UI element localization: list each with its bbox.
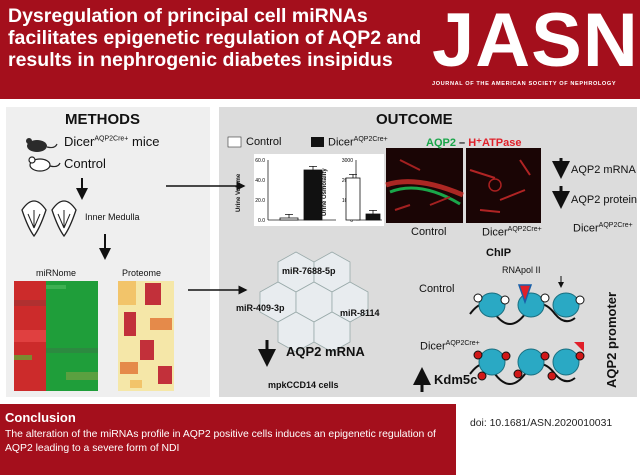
mir-8114-label: miR-8114 [340,308,380,318]
control-mice-label: Control [64,156,106,171]
urine-volume-chart: 0.0 20.0 40.0 60.0 [255,158,323,224]
legend-swatch-control [227,136,242,148]
conclusion-title: Conclusion [5,410,76,425]
aqp2-promoter-label: AQP2 promoter [604,291,619,388]
error-bar [309,166,317,170]
mirnome-heatmap [14,281,98,391]
urine-volume-ylabel: Urine Volume [236,173,242,212]
conclusion-box: Conclusion The alteration of the miRNAs … [0,404,456,475]
dicer-micrograph [466,148,541,223]
proteome-label: Proteome [122,268,162,278]
y-tick-label: 0.0 [258,218,265,224]
doi-link[interactable]: doi: 10.1681/ASN.2020010031 [470,418,613,429]
page-title: Dysregulation of principal cell miRNAs f… [8,5,422,71]
y-tick-label: 40.0 [255,178,265,184]
proteome-heatmap [118,281,174,391]
aqp2-mrna-result: AQP2 mRNA [571,164,636,176]
y-tick-label: 60.0 [255,158,265,164]
bar-control [279,217,299,221]
error-bar [369,210,377,214]
urine-osmolality-chart: 0100020003000 [342,158,381,224]
bar-control [345,177,361,221]
dicer-right-label: DicerAQP2Cre+ [573,222,633,235]
y-tick-label: 20.0 [255,198,265,204]
dicer-mice-label: DicerAQP2Cre+ mice [64,134,160,149]
aqp2-protein-result: AQP2 protein [571,194,638,206]
mir-409-label: miR-409-3p [236,303,285,313]
methods-title: METHODS [65,111,140,128]
rnapol-label: RNApol II [502,265,541,275]
mirnome-label: miRNome [36,268,77,278]
error-bar [285,214,293,218]
bar-dicer [365,213,381,221]
kdm5c-label: Kdm5c [434,372,478,387]
y-tick-label: 0 [350,218,353,224]
hexagon-cluster [259,251,369,353]
journal-brand: JASN JOURNAL OF THE AMERICAN SOCIETY OF … [432,0,639,92]
legend-dicer-label: DicerAQP2Cre+ [328,136,388,149]
chip-title: ChIP [486,247,512,259]
mir-7688-label: miR-7688-5p [282,266,336,276]
legend-control-label: Control [246,136,282,148]
stain-legend: AQP2 – H⁺ATPase [426,137,522,149]
urine-volume-axes [254,154,344,226]
inner-medulla-label: Inner Medulla [85,212,140,222]
control-micrograph [385,148,464,223]
chip-dicer-label: DicerAQP2Cre+ [420,340,480,353]
chip-control-chromatin [469,284,585,325]
header-banner: Dysregulation of principal cell miRNAs f… [0,0,640,99]
journal-subtitle: JOURNAL OF THE AMERICAN SOCIETY OF NEPHR… [432,81,617,87]
jasn-logo: JASN [432,0,639,83]
conclusion-body: The alteration of the miRNAs profile in … [5,429,436,454]
chip-dicer-chromatin [469,342,585,385]
inner-medulla-icon [21,200,77,238]
error-bar [349,174,357,178]
legend-swatch-dicer [311,137,324,147]
mouse-icon [28,156,61,172]
bar-dicer [303,169,323,221]
mouse-icon [26,138,58,152]
y-tick-label: 3000 [342,158,353,164]
hex-aqp2-mrna-label: AQP2 mRNA [286,344,365,359]
urine-osmolality-ylabel: Urine Osmolality [322,168,328,216]
dicer-image-label: DicerAQP2Cre+ [482,226,542,239]
cells-label: mpkCCD14 cells [268,380,339,390]
chip-control-label: Control [419,283,455,295]
control-image-label: Control [411,226,447,238]
outcome-title: OUTCOME [376,111,453,128]
